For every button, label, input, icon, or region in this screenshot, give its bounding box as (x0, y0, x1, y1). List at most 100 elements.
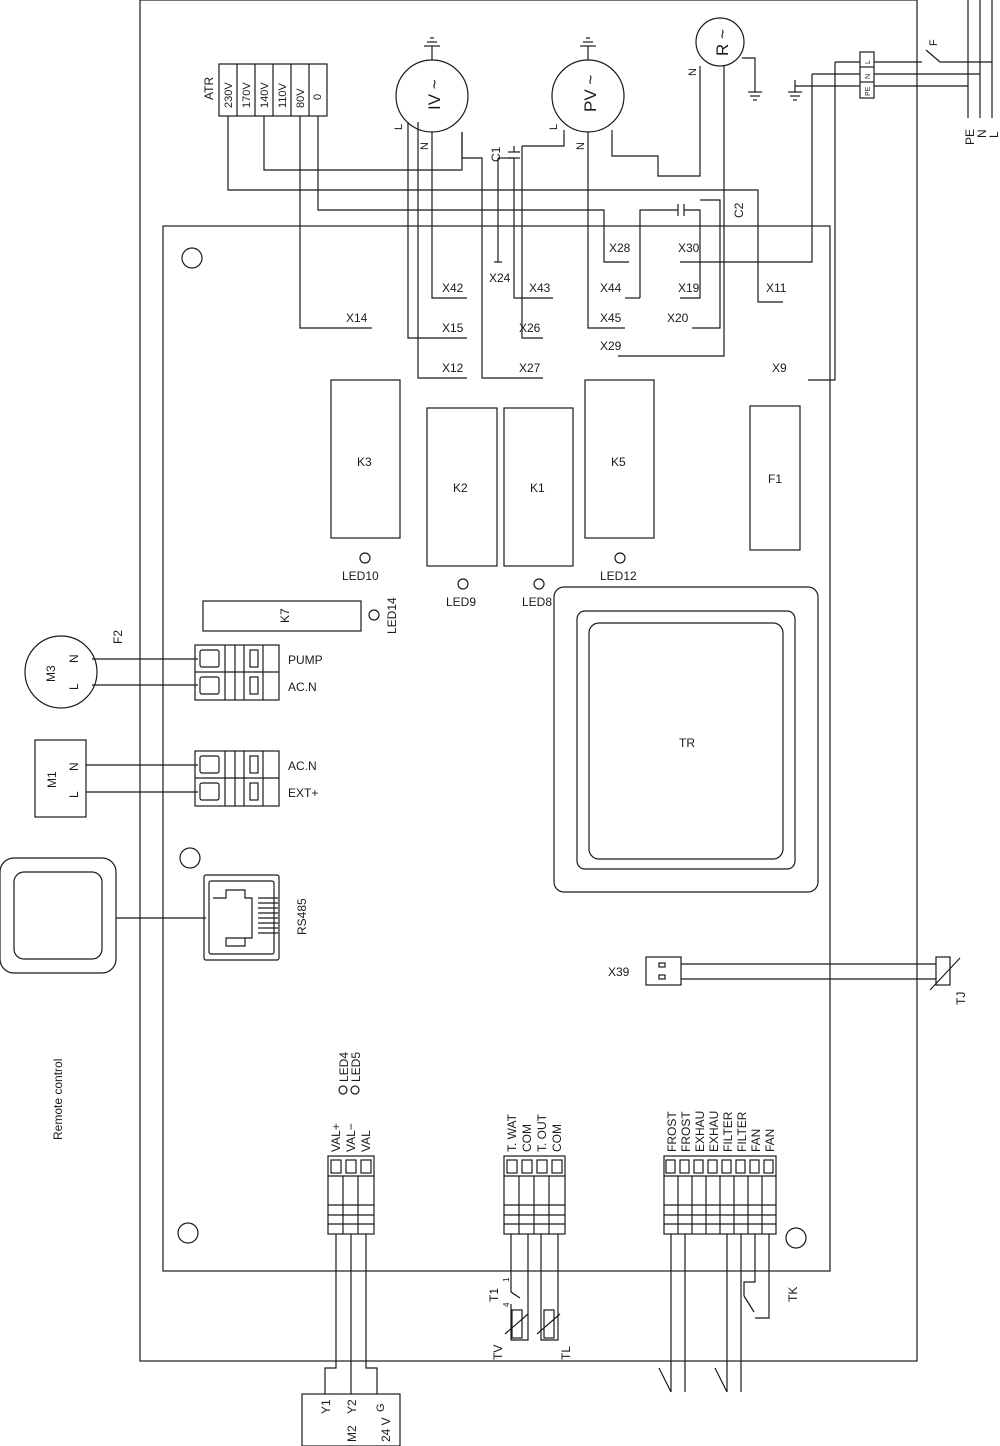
motor-m1-label: M1 (45, 771, 59, 788)
motor-pv: PV ~ L N (548, 37, 625, 150)
connector-x19: X19 (678, 281, 700, 295)
remote-control-label: Remote control (51, 1059, 65, 1140)
connector-x44: X44 (600, 281, 622, 295)
relay-k3: K3 (330, 379, 401, 539)
motor-m1-l: L (67, 791, 81, 798)
terminal-block-val: VAL+ VAL− VAL (327, 1123, 375, 1235)
connector-x42: X42 (442, 281, 464, 295)
motor-m1: M1 L N (34, 739, 198, 818)
mounting-hole (179, 847, 201, 869)
t-out-label: T. OUT (535, 1113, 549, 1152)
led9-icon (457, 578, 469, 590)
actuator-24v: 24 V (379, 1417, 393, 1442)
led8-label: LED8 (522, 595, 552, 609)
relay-k2: K2 (426, 407, 498, 567)
actuator-g: G (375, 1403, 387, 1412)
supply-pe: PE (963, 129, 977, 145)
led8-icon (533, 578, 545, 590)
actuator-y1: Y1 (319, 1399, 333, 1414)
fuse-f1-label: F1 (768, 472, 782, 486)
fuse-f1: F1 (749, 405, 801, 551)
frost-label-2: FROST (679, 1111, 693, 1152)
atr-tap-110v: 110V (277, 82, 289, 108)
t-wat-label: T. WAT (505, 1113, 519, 1152)
terminal-block-pump: PUMP AC.N (194, 644, 323, 701)
terminal-pe: PE (865, 86, 872, 96)
atr-tap-170v: 170V (241, 82, 253, 108)
terminal-l: L (865, 60, 872, 64)
actuator-y2: Y2 (345, 1399, 359, 1414)
led12-icon (614, 552, 626, 564)
ground-symbol (742, 57, 762, 101)
led14-label: LED14 (385, 597, 399, 634)
val-label: VAL (359, 1130, 373, 1152)
motor-pv-l: L (548, 124, 560, 130)
ground-symbol (788, 80, 802, 101)
led10-icon (359, 552, 371, 564)
relay-k5: K5 (584, 379, 655, 539)
connector-x39: X39 (608, 965, 630, 979)
connector-x15: X15 (442, 321, 464, 335)
connector-x45: X45 (600, 311, 622, 325)
mains-supply: PE N L F PE N L (680, 0, 1000, 381)
led10-label: LED10 (342, 569, 379, 583)
sensor-t1-pin1: 1 (502, 1277, 511, 1282)
motor-pv-n: N (575, 142, 587, 150)
terminal-pump: PUMP (288, 653, 323, 667)
motor-m3: M3 L N F2 (24, 630, 198, 709)
sensor-t1-pin4: 4 (502, 1302, 511, 1307)
motor-iv-n: N (419, 142, 431, 150)
motor-m3-label: M3 (44, 665, 58, 682)
rs485-port: RS485 (203, 874, 309, 961)
mounting-hole (177, 1222, 199, 1244)
fuse-f2: F2 (111, 630, 125, 644)
connector-x9: X9 (772, 361, 787, 375)
connector-x28: X28 (609, 241, 631, 255)
motor-r-label: R ~ (713, 29, 732, 56)
connector-x39-block: X39 TJ (608, 956, 968, 1005)
motor-iv-label: IV ~ (425, 79, 444, 110)
transformer-tr: TR (553, 586, 819, 893)
rs485-label: RS485 (295, 898, 309, 935)
val-plus-label: VAL+ (329, 1123, 343, 1152)
relay-k1-label: K1 (530, 481, 545, 495)
mounting-hole (785, 1227, 807, 1249)
connector-x11: X11 (766, 281, 787, 295)
terminal-acn-1: AC.N (288, 680, 317, 694)
sensor-t1: T1 (487, 1288, 501, 1302)
led12-label: LED12 (600, 569, 637, 583)
fan-label-2: FAN (763, 1129, 777, 1152)
led4-label: LED4 (337, 1052, 351, 1082)
atr-tap-140v: 140V (259, 82, 271, 108)
connector-x26: X26 (519, 321, 541, 335)
terminal-block-temp: T. WAT COM T. OUT COM (503, 1113, 566, 1235)
connector-x30: X30 (678, 241, 700, 255)
bottom-wiring: T1 4 1 TV TL TK (324, 1234, 800, 1394)
motor-m3-n: N (67, 654, 81, 663)
val-minus-label: VAL− (344, 1123, 358, 1152)
motor-m1-n: N (67, 762, 81, 771)
sensor-tl: TL (559, 1346, 573, 1360)
relay-k7-label: K7 (278, 608, 292, 623)
supply-n: N (975, 129, 989, 138)
connector-x27: X27 (519, 361, 541, 375)
motor-pv-label: PV ~ (581, 75, 600, 112)
connector-x29: X29 (600, 339, 622, 353)
supply-l: L (987, 131, 1000, 138)
sensor-tk: TK (786, 1287, 800, 1302)
atr-tap-block: ATR 230V 170V 140V 110V 80V 0 (202, 63, 328, 117)
relay-k7: K7 (202, 600, 362, 632)
sensor-tj: TJ (954, 992, 968, 1005)
relay-k2-label: K2 (453, 481, 468, 495)
connector-x43: X43 (529, 281, 551, 295)
motor-iv: IV ~ L N (393, 37, 469, 150)
led5-label: LED5 (349, 1052, 363, 1082)
frost-label-1: FROST (665, 1111, 679, 1152)
filter-label-2: FILTER (735, 1111, 749, 1152)
connector-x12: X12 (442, 361, 464, 375)
relay-k1: K1 (503, 407, 574, 567)
fan-label-1: FAN (749, 1129, 763, 1152)
led5-icon (350, 1085, 360, 1095)
relay-k3-label: K3 (357, 455, 372, 469)
